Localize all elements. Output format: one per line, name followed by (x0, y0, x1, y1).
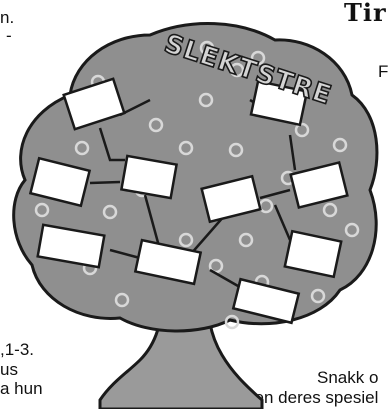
name-box-4 (121, 156, 176, 198)
